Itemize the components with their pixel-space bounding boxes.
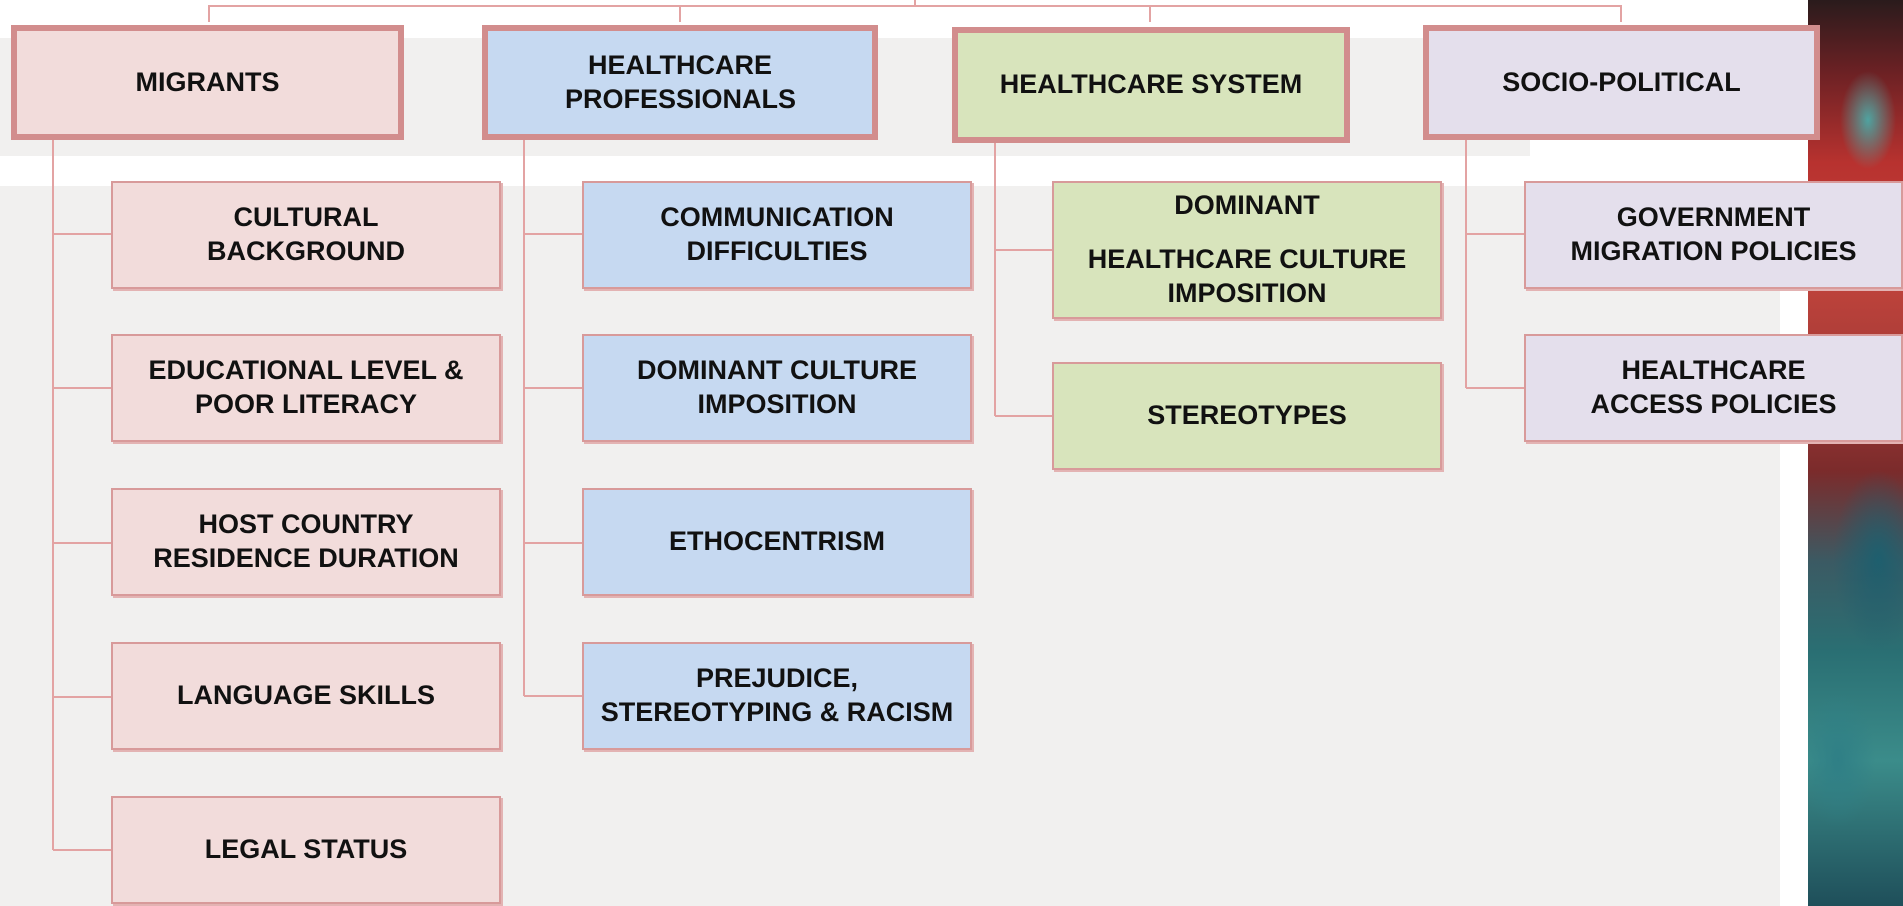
healthcare-professionals-header: HEALTHCARE PROFESSIONALS bbox=[482, 25, 878, 140]
prejudice-racism-box: PREJUDICE, STEREOTYPING & RACISM bbox=[582, 642, 972, 750]
communication-difficulties-box: COMMUNICATION DIFFICULTIES bbox=[582, 181, 972, 289]
government-migration-policies-box: GOVERNMENT MIGRATION POLICIES bbox=[1524, 181, 1903, 289]
socio-political-header: SOCIO-POLITICAL bbox=[1423, 25, 1820, 140]
cultural-background-box: CULTURAL BACKGROUND bbox=[111, 181, 501, 289]
dominant-healthcare-culture-box: DOMINANT HEALTHCARE CULTURE IMPOSITION bbox=[1052, 181, 1442, 319]
legal-status-box: LEGAL STATUS bbox=[111, 796, 501, 904]
residence-duration-box: HOST COUNTRY RESIDENCE DURATION bbox=[111, 488, 501, 596]
healthcare-access-policies-box: HEALTHCARE ACCESS POLICIES bbox=[1524, 334, 1903, 442]
language-skills-box: LANGUAGE SKILLS bbox=[111, 642, 501, 750]
migrants-header: MIGRANTS bbox=[11, 25, 404, 140]
decorative-painting bbox=[1808, 0, 1903, 906]
stereotypes-box: STEREOTYPES bbox=[1052, 362, 1442, 470]
healthcare-system-header: HEALTHCARE SYSTEM bbox=[952, 27, 1350, 143]
dominant-culture-imposition-box: DOMINANT CULTURE IMPOSITION bbox=[582, 334, 972, 442]
ethocentrism-box: ETHOCENTRISM bbox=[582, 488, 972, 596]
educational-level-box: EDUCATIONAL LEVEL & POOR LITERACY bbox=[111, 334, 501, 442]
